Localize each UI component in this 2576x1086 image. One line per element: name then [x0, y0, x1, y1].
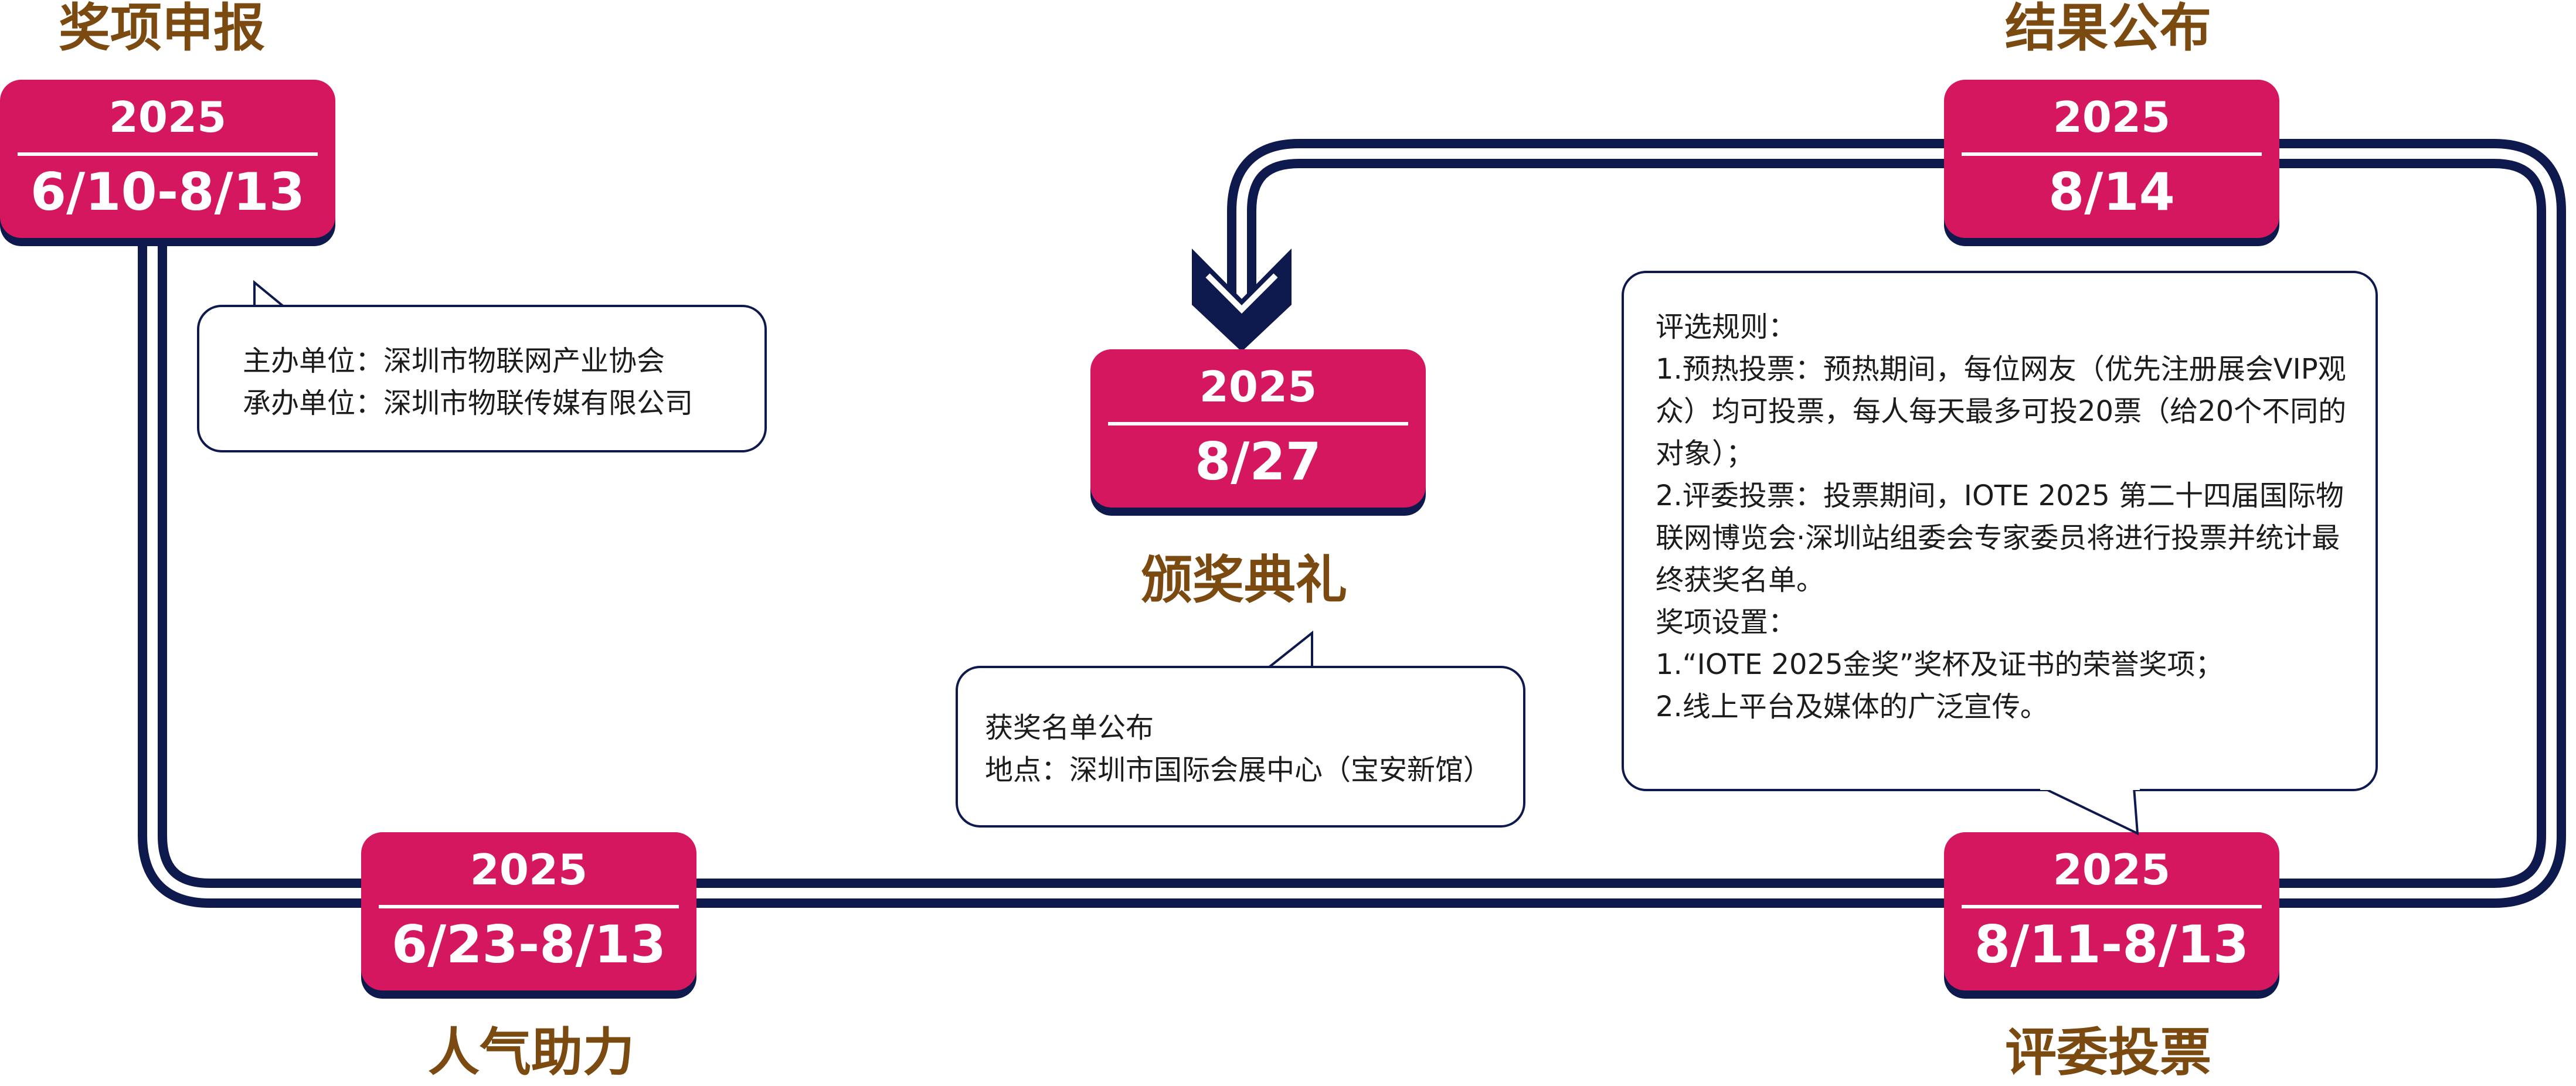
award-gold: 1.“IOTE 2025金奖”奖杯及证书的荣誉奖项； — [1656, 648, 2224, 681]
stage-title-result: 结果公布 — [2005, 0, 2212, 58]
year-label: 2025 — [2052, 93, 2171, 142]
date-range: 6/23-8/13 — [391, 914, 667, 975]
date-box-ceremony: 2025 8/27 — [1090, 349, 1426, 516]
co-organizer: 承办单位：深圳市物联传媒有限公司 — [243, 387, 694, 420]
bubble-tail — [2040, 784, 2140, 836]
arrow-down-icon — [1192, 248, 1292, 352]
rules-heading: 评选规则： — [1656, 311, 1797, 343]
rule-jury-vote: 2.评委投票：投票期间，IOTE 2025 第二十四届国际物联网博览会·深圳站组… — [1656, 479, 2344, 597]
date-range: 8/27 — [1195, 431, 1321, 492]
year-label: 2025 — [470, 845, 588, 894]
stage-title-ceremony: 颁奖典礼 — [1141, 550, 1348, 610]
rules-callout: 评选规则： 1.预热投票：预热期间，每位网友（优先注册展会VIP观众）均可投票，… — [1622, 271, 2378, 791]
awards-heading: 奖项设置： — [1656, 606, 1797, 639]
date-box-apply: 2025 6/10-8/13 — [0, 80, 335, 246]
stage-title-popular: 人气助力 — [428, 1022, 635, 1082]
date-box-popular: 2025 6/23-8/13 — [361, 832, 696, 999]
organizer-callout: 主办单位：深圳市物联网产业协会 承办单位：深圳市物联传媒有限公司 — [197, 305, 767, 452]
year-label: 2025 — [2052, 845, 2171, 894]
host-organizer: 主办单位：深圳市物联网产业协会 — [243, 345, 665, 377]
winner-announcement: 获奖名单公布 — [985, 711, 1154, 744]
award-media: 2.线上平台及媒体的广泛宣传。 — [1656, 690, 2048, 723]
bubble-tail — [1263, 630, 1313, 673]
date-range: 8/11-8/13 — [1974, 914, 2249, 975]
ceremony-location: 地点：深圳市国际会展中心（宝安新馆） — [985, 754, 1492, 787]
rule-warmup-vote: 1.预热投票：预热期间，每位网友（优先注册展会VIP观众）均可投票，每人每天最多… — [1656, 353, 2347, 470]
year-label: 2025 — [1199, 362, 1317, 411]
year-label: 2025 — [108, 93, 227, 142]
stage-title-vote: 评委投票 — [2005, 1022, 2212, 1082]
date-range: 8/14 — [2048, 162, 2175, 222]
ceremony-callout: 获奖名单公布 地点：深圳市国际会展中心（宝安新馆） — [956, 666, 1525, 828]
date-box-vote: 2025 8/11-8/13 — [1944, 832, 2279, 999]
stage-title-apply: 奖项申报 — [59, 0, 266, 58]
date-range: 6/10-8/13 — [30, 162, 305, 222]
date-box-result: 2025 8/14 — [1944, 80, 2279, 246]
